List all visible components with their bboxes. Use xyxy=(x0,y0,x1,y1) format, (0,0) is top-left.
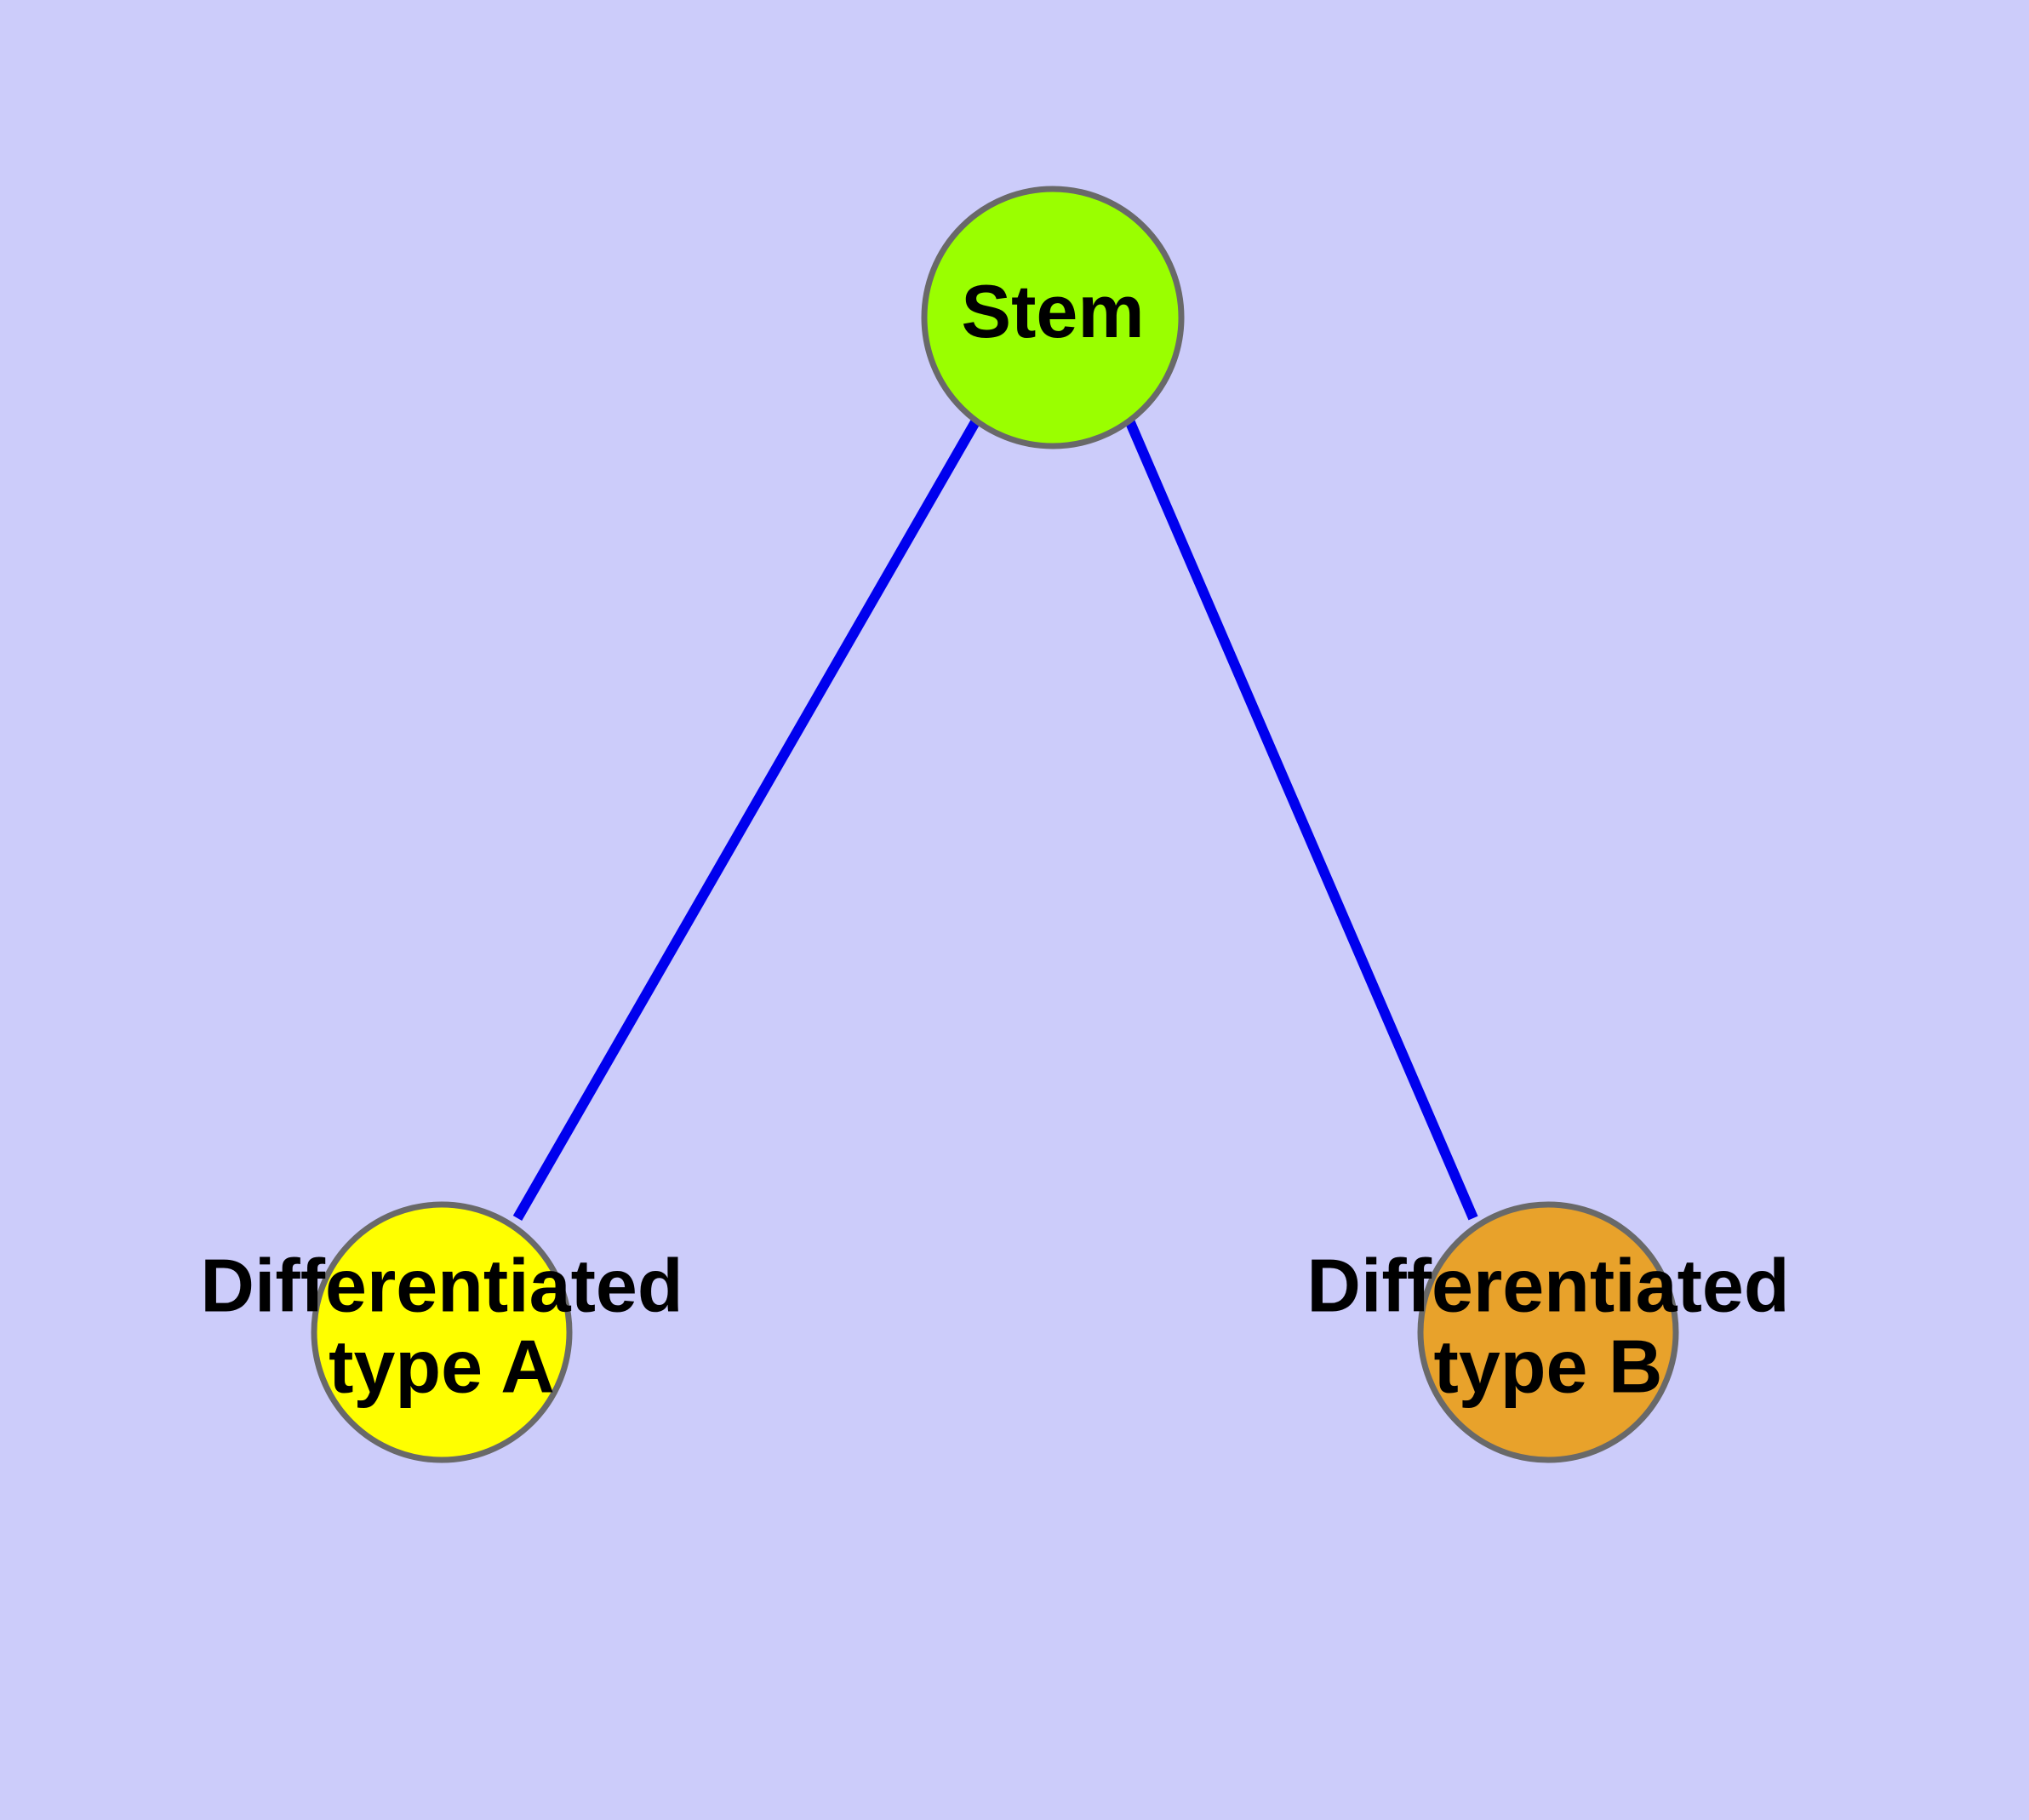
node-label-line: type A xyxy=(329,1325,555,1409)
node-label-line: Differentiated xyxy=(1306,1244,1789,1328)
node-label-line: type B xyxy=(1434,1325,1663,1409)
node-circle-stem[interactable] xyxy=(921,186,1185,449)
edge-stem-to-diff-a[interactable] xyxy=(512,418,981,1221)
node-label-stem: Stem xyxy=(961,269,1144,353)
edge-stem-to-diff-b[interactable] xyxy=(1124,418,1478,1221)
node-label-line: Differentiated xyxy=(200,1244,683,1328)
edges-layer xyxy=(512,418,1478,1221)
node-circle-diff-b[interactable] xyxy=(1417,1201,1679,1463)
nodes-layer xyxy=(311,186,1679,1463)
node-label-line: Stem xyxy=(961,269,1144,353)
node-circle-diff-a[interactable] xyxy=(311,1201,573,1463)
